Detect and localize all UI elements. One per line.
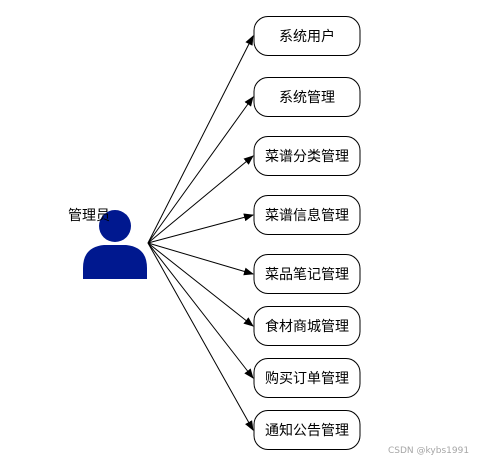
use-case-box <box>253 77 361 117</box>
use-case-box <box>253 410 361 450</box>
use-case-label: 系统用户 <box>279 28 335 45</box>
use-case-box <box>253 358 361 398</box>
use-case-label: 食材商城管理 <box>265 318 349 335</box>
use-case-nodes: 系统用户系统管理菜谱分类管理菜谱信息管理菜品笔记管理食材商城管理购买订单管理通知… <box>253 16 361 450</box>
connector-arrow <box>147 155 254 244</box>
use-case-label: 菜谱分类管理 <box>265 149 349 165</box>
actor-label: 管理员 <box>68 208 110 224</box>
use-case-label: 系统管理 <box>279 90 335 106</box>
use-case-box <box>253 16 361 56</box>
use-case-node: 系统用户 <box>253 16 361 56</box>
connector-arrow <box>147 242 254 379</box>
watermark: CSDN @kybs1991 <box>388 446 469 456</box>
connector-arrow <box>147 242 254 276</box>
use-case-node: 通知公告管理 <box>253 410 361 450</box>
use-case-label: 购买订单管理 <box>265 371 349 387</box>
connector-arrow <box>147 213 254 244</box>
use-case-label: 菜谱信息管理 <box>265 207 349 224</box>
connector-arrow <box>147 242 254 327</box>
use-case-box <box>253 136 361 176</box>
use-case-node: 食材商城管理 <box>253 306 361 346</box>
use-case-label: 通知公告管理 <box>265 422 349 439</box>
use-case-label: 菜品笔记管理 <box>265 267 349 283</box>
use-case-node: 菜谱分类管理 <box>253 136 361 176</box>
use-case-node: 购买订单管理 <box>253 358 361 398</box>
connector-lines <box>147 35 254 431</box>
connector-arrow <box>147 35 254 244</box>
use-case-node: 菜谱信息管理 <box>253 195 361 235</box>
use-case-node: 系统管理 <box>253 77 361 117</box>
use-case-node: 菜品笔记管理 <box>253 254 361 294</box>
use-case-box <box>253 254 361 294</box>
user-icon <box>83 210 147 279</box>
use-case-box <box>253 306 361 346</box>
actor: 管理员 <box>68 208 147 279</box>
connector-arrow <box>147 242 254 431</box>
use-case-box <box>253 195 361 235</box>
connector-arrow <box>147 96 254 244</box>
